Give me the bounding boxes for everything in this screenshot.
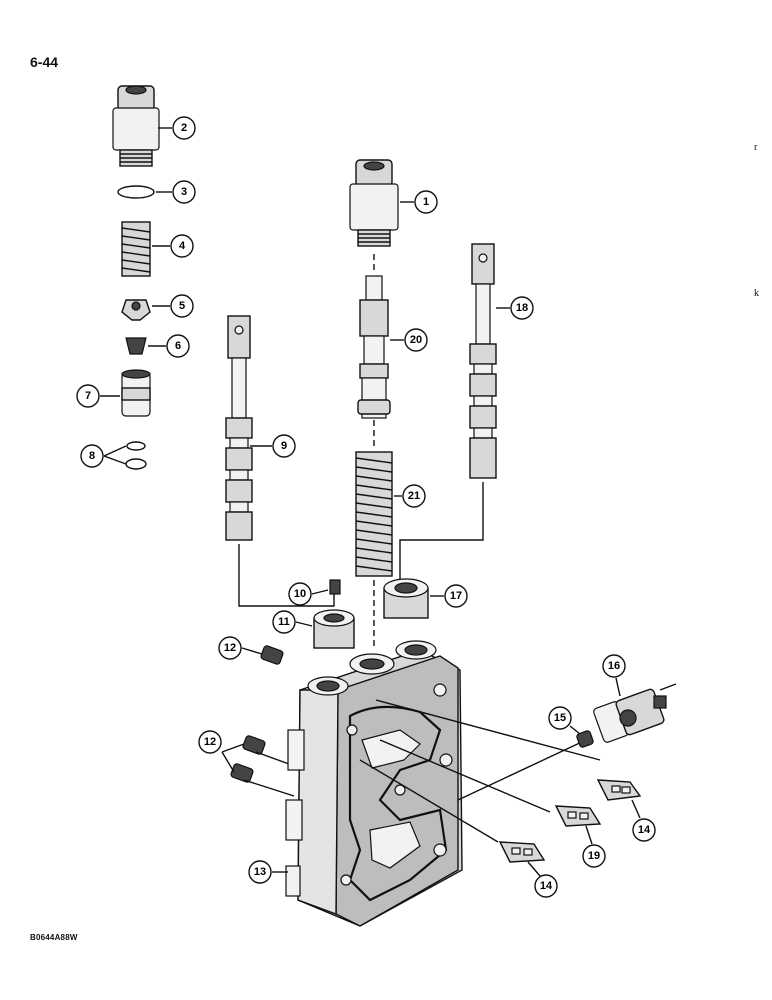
margin-mark: k [754, 288, 759, 299]
callout-19 [582, 844, 606, 868]
part-12-plug-middle [242, 735, 266, 755]
callout-14-lower [534, 874, 558, 898]
part-15-plug [576, 730, 594, 748]
callout-13 [248, 860, 272, 884]
callout-4 [170, 234, 194, 258]
callout-9-label: 9 [281, 440, 287, 452]
callout-9 [272, 434, 296, 458]
part-13-valve-body [285, 640, 463, 927]
callout-10-label: 10 [294, 588, 306, 600]
part-20-piston [357, 275, 391, 419]
part-19-gasket [554, 805, 602, 827]
part-6-seat [125, 337, 147, 355]
part-14-gasket-right [596, 779, 642, 801]
callout-10 [288, 582, 312, 606]
callout-16 [602, 654, 626, 678]
callout-12-lower [198, 730, 222, 754]
callout-20-label: 20 [410, 334, 422, 346]
part-2-relief-cap [112, 85, 160, 167]
part-7-sleeve [121, 369, 151, 417]
callout-19-label: 19 [588, 850, 600, 862]
callout-7-label: 7 [85, 390, 91, 402]
callout-12-upper [218, 636, 242, 660]
callout-5-label: 5 [179, 300, 185, 312]
callout-6 [166, 334, 190, 358]
part-14-gasket-lower [498, 841, 546, 863]
callout-15-label: 15 [554, 712, 566, 724]
part-12-plug-upper [260, 645, 284, 665]
part-5-poppet [121, 299, 151, 321]
part-9-spool [225, 315, 253, 541]
part-4-spring [121, 221, 151, 277]
callout-6-label: 6 [175, 340, 181, 352]
callout-16-label: 16 [608, 660, 620, 672]
callout-14-lower-label: 14 [540, 880, 553, 892]
callout-5 [170, 294, 194, 318]
callout-8-label: 8 [89, 450, 95, 462]
callout-3-label: 3 [181, 186, 187, 198]
callout-2-label: 2 [181, 122, 187, 134]
callout-11 [272, 610, 296, 634]
part-11-bushing [313, 609, 355, 649]
callout-18-label: 18 [516, 302, 528, 314]
part-1-cap [349, 159, 399, 247]
callout-20 [404, 328, 428, 352]
figure-code: B0644A88W [30, 933, 78, 942]
callout-1-label: 1 [423, 196, 429, 208]
callout-1 [414, 190, 438, 214]
callout-3 [172, 180, 196, 204]
callout-14-right [632, 818, 656, 842]
page-number: 6-44 [30, 54, 59, 70]
callout-7 [76, 384, 100, 408]
callout-14-right-label: 14 [638, 824, 651, 836]
callout-11-label: 11 [278, 616, 290, 628]
part-17-bushing [383, 578, 429, 619]
callout-8 [80, 444, 104, 468]
part-8-rings [125, 441, 147, 470]
callout-4-label: 4 [179, 240, 186, 252]
part-18-spool [469, 243, 497, 479]
part-16-switch [593, 683, 677, 743]
part-3-o-ring [117, 185, 155, 199]
callout-21 [402, 484, 426, 508]
callout-12-upper-label: 12 [224, 642, 236, 654]
part-12-plug-lower [230, 763, 254, 783]
part-10-plug [329, 579, 341, 595]
callout-13-label: 13 [254, 866, 266, 878]
callout-15 [548, 706, 572, 730]
margin-mark: r [754, 142, 758, 153]
callout-2 [172, 116, 196, 140]
callout-21-label: 21 [408, 490, 420, 502]
callout-17 [444, 584, 468, 608]
callout-18 [510, 296, 534, 320]
callout-12-lower-label: 12 [204, 736, 216, 748]
part-21-spring [355, 451, 393, 577]
callout-17-label: 17 [450, 590, 462, 602]
